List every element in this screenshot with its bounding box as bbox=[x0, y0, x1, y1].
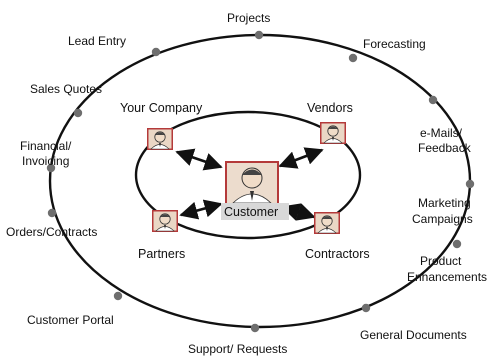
customer-portrait-icon bbox=[225, 161, 279, 205]
node-dot-icon bbox=[428, 95, 438, 105]
arrow-vendors-customer bbox=[278, 147, 324, 169]
node-dot-icon bbox=[254, 30, 264, 40]
projects-label: Projects bbox=[227, 11, 270, 25]
inner-ring bbox=[134, 110, 362, 240]
node-dot-icon bbox=[465, 179, 475, 189]
emails-feedback-label-line1: e-Mails/ bbox=[420, 126, 463, 140]
sales-quotes-label: Sales Quotes bbox=[30, 82, 102, 96]
node-dot-icon bbox=[361, 303, 371, 313]
node-dot-icon bbox=[47, 208, 57, 218]
general-documents-label: General Documents bbox=[360, 328, 467, 342]
node-dot-icon bbox=[250, 323, 260, 333]
support-requests-label: Support/ Requests bbox=[188, 342, 287, 356]
forecasting-label: Forecasting bbox=[363, 37, 426, 51]
node-dot-icon bbox=[348, 53, 358, 63]
product-enhancements-label-line1: Product bbox=[420, 254, 462, 268]
vendors-label: Vendors bbox=[307, 101, 353, 115]
person-portrait-icon bbox=[319, 121, 347, 145]
financial-invoicing-label-line2: Invoicing bbox=[22, 154, 69, 168]
marketing-campaigns-label-line1: Marketing bbox=[418, 196, 471, 210]
partners-label: Partners bbox=[138, 247, 185, 261]
customer-label-box bbox=[221, 203, 289, 220]
customer-portal-label: Customer Portal bbox=[27, 313, 114, 327]
node-dot-icon bbox=[452, 239, 462, 249]
contractors-label: Contractors bbox=[305, 247, 370, 261]
marketing-campaigns-label-line2: Campaigns bbox=[412, 212, 473, 226]
node-dot-icon bbox=[113, 291, 123, 301]
person-portrait-icon bbox=[151, 209, 179, 233]
your-company-label: Your Company bbox=[120, 101, 203, 115]
arrow-partners-customer bbox=[179, 199, 223, 220]
node-dot-icon bbox=[46, 163, 56, 173]
arrow-your-company-customer bbox=[175, 148, 223, 171]
product-enhancements-label-line2: Enhancements bbox=[407, 270, 487, 284]
emails-feedback-label-line2: Feedback bbox=[418, 141, 472, 155]
financial-invoicing-label-line1: Financial/ bbox=[20, 139, 72, 153]
customer-label: Customer bbox=[224, 205, 278, 219]
outer-ring-dots bbox=[46, 30, 475, 333]
node-dot-icon bbox=[73, 108, 83, 118]
person-portrait-icon bbox=[146, 127, 174, 151]
orders-contracts-label: Orders/Contracts bbox=[6, 225, 97, 239]
node-dot-icon bbox=[151, 47, 161, 57]
person-portrait-icon bbox=[313, 211, 341, 235]
lead-entry-label: Lead Entry bbox=[68, 34, 126, 48]
